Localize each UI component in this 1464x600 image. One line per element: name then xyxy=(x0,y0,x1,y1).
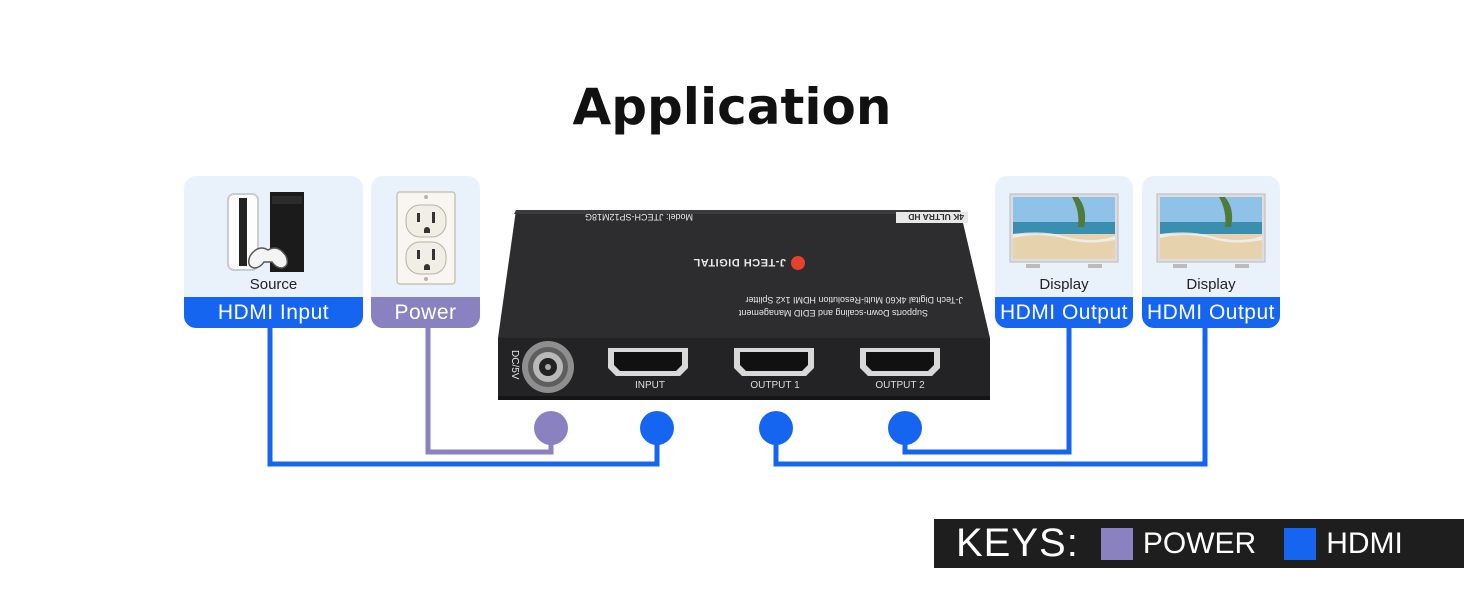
svg-text:OUTPUT 1: OUTPUT 1 xyxy=(750,380,800,391)
display-card-2: Display HDMI Output xyxy=(1142,176,1280,328)
svg-text:J-TECH DIGITAL: J-TECH DIGITAL xyxy=(693,256,786,268)
hdmi-input-port: INPUT xyxy=(608,348,688,391)
tv-display-icon xyxy=(1009,193,1119,268)
svg-text:INPUT: INPUT xyxy=(635,380,665,391)
hdmi-input-label: HDMI Input xyxy=(184,297,363,328)
input-connector-dot xyxy=(640,411,674,445)
output1-connector-dot xyxy=(759,411,793,445)
page-title: Application xyxy=(572,78,892,136)
device-description-2: Supports Down-scaling and EDID Managemen… xyxy=(738,308,928,318)
power-swatch xyxy=(1100,527,1133,560)
tv-display-icon xyxy=(1156,193,1266,268)
hdmi-splitter-device: Model: JTECH-SP12M18G 4K ULTRA HD J-TECH… xyxy=(498,210,990,400)
svg-text:4K ULTRA HD: 4K ULTRA HD xyxy=(908,212,964,222)
hdmi-swatch xyxy=(1284,527,1317,560)
hdmi-output1-label: HDMI Output xyxy=(995,297,1133,328)
power-card: Power xyxy=(371,176,480,328)
source-card: Source HDMI Input xyxy=(184,176,363,328)
hdmi-output2-port: OUTPUT 2 xyxy=(860,348,940,391)
hdmi-key-label: HDMI xyxy=(1326,526,1403,560)
power-connector-dot xyxy=(534,411,568,445)
output2-connector-dot xyxy=(888,411,922,445)
game-console-icon xyxy=(227,192,304,272)
hdmi-input-wire xyxy=(267,328,660,467)
keys-legend: KEYS: POWER HDMI xyxy=(934,519,1464,568)
device-model-text: Model: JTECH-SP12M18G xyxy=(585,212,693,222)
keys-title: KEYS: xyxy=(956,521,1079,565)
hdmi-output1-port: OUTPUT 1 xyxy=(734,348,814,391)
dc-label: DC/5V xyxy=(509,350,520,380)
svg-text:OUTPUT 2: OUTPUT 2 xyxy=(875,380,925,391)
display2-sublabel: Display xyxy=(1186,276,1236,293)
jtech-logo: J-TECH DIGITAL xyxy=(693,256,805,270)
power-label: Power xyxy=(371,297,480,328)
device-description-1: J-Tech Digital 4K60 Multi-Resolution HDM… xyxy=(745,295,963,305)
power-key-label: POWER xyxy=(1142,526,1257,560)
power-outlet-icon xyxy=(396,191,456,285)
source-sublabel: Source xyxy=(249,276,298,293)
display1-sublabel: Display xyxy=(1039,276,1089,293)
display-card-1: Display HDMI Output xyxy=(995,176,1133,328)
ultra-hd-badge: 4K ULTRA HD xyxy=(896,212,968,223)
hdmi-output1-wire xyxy=(773,328,1208,467)
dc-power-jack xyxy=(522,341,574,393)
hdmi-output2-label: HDMI Output xyxy=(1142,297,1280,328)
